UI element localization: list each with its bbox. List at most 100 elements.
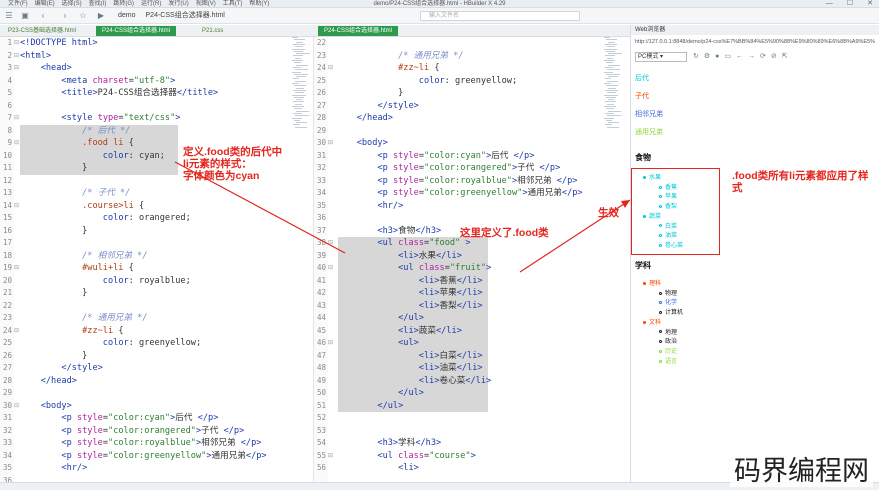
menu-item[interactable]: 发行(U) (168, 1, 189, 7)
code-line[interactable]: 31 <p style="color:cyan">后代 </p> (0, 412, 313, 425)
code-line[interactable]: 52 (314, 412, 630, 425)
code-line[interactable]: 12 (0, 175, 313, 188)
code-line[interactable]: 47 <li>白菜</li> (314, 350, 630, 363)
fold-toggle-icon[interactable]: ⊟ (14, 140, 20, 146)
star-icon[interactable]: ☆ (79, 11, 87, 20)
code-line[interactable]: 36 (314, 212, 630, 225)
forward-icon[interactable]: › (63, 11, 67, 20)
code-line[interactable]: 24⊟ #zz~li { (0, 325, 313, 338)
code-line[interactable]: 49 <li>卷心菜</li> (314, 375, 630, 388)
breadcrumb-folder[interactable]: demo (118, 12, 136, 19)
external-icon[interactable]: ⇱ (781, 53, 788, 60)
close-button[interactable]: ✕ (867, 0, 873, 7)
save-icon[interactable]: ▣ (21, 11, 29, 20)
device-icon[interactable]: ▭ (724, 53, 732, 60)
code-line[interactable]: 8 /* 后代 */ (0, 125, 313, 138)
code-line[interactable]: 32 <p style="color:orangered">子代 </p> (314, 162, 630, 175)
code-line[interactable]: 25 color: greenyellow; (314, 75, 630, 88)
code-line[interactable]: 20 color: royalblue; (0, 275, 313, 288)
browser-url[interactable]: http://127.0.0.1:8848/demo/p24-css%E7%BB… (635, 39, 876, 45)
code-line[interactable]: 21 } (0, 287, 313, 300)
fold-toggle-icon[interactable]: ⊟ (14, 265, 20, 271)
code-line[interactable]: 34 <p style="color:greenyellow">通用兄弟</p> (314, 187, 630, 200)
code-line[interactable]: 18 /* 相邻兄弟 */ (0, 250, 313, 263)
code-line[interactable]: 28 </head> (0, 375, 313, 388)
reload-icon[interactable]: ⟳ (760, 53, 766, 60)
code-line[interactable]: 11 } (0, 162, 313, 175)
code-line[interactable]: 2⊟<html> (0, 50, 313, 63)
fold-toggle-icon[interactable]: ⊟ (328, 240, 334, 246)
code-line[interactable]: 41 <li>香蕉</li> (314, 275, 630, 288)
code-line[interactable]: 42 <li>苹果</li> (314, 287, 630, 300)
code-line[interactable]: 26 } (0, 350, 313, 363)
settings-icon[interactable]: ⚙ (703, 53, 711, 60)
fold-toggle-icon[interactable]: ⊟ (14, 402, 20, 409)
fold-toggle-icon[interactable]: ⊟ (328, 140, 334, 146)
code-line[interactable]: 6 (0, 100, 313, 113)
code-line[interactable]: 27 </style> (0, 362, 313, 375)
code-line[interactable]: 33 <p style="color:royalblue">相邻兄弟 </p> (0, 437, 313, 450)
back-icon[interactable]: ← (736, 53, 744, 60)
code-line[interactable]: 7⊟ <style type="text/css"> (0, 112, 313, 125)
code-line[interactable]: 13 /* 子代 */ (0, 187, 313, 200)
code-line[interactable]: 34 <p style="color:greenyellow">通用兄弟</p> (0, 450, 313, 463)
code-line[interactable]: 35 <hr/> (0, 462, 313, 475)
minimap[interactable] (292, 37, 310, 137)
code-line[interactable]: 36 (0, 475, 313, 483)
code-line[interactable]: 23 /* 通用兄弟 */ (314, 50, 630, 63)
fold-toggle-icon[interactable]: ⊟ (14, 40, 20, 46)
forward-icon[interactable]: → (748, 53, 756, 60)
back-icon[interactable]: ‹ (41, 11, 45, 20)
menu-item[interactable]: 文件(F) (8, 1, 28, 7)
breadcrumb-file[interactable]: P24-CSS组合选择器.html (145, 12, 225, 19)
menu-item[interactable]: 运行(R) (141, 1, 162, 7)
minimap[interactable] (604, 37, 622, 137)
browser-panel-title[interactable]: Web浏览器 (631, 25, 879, 35)
code-line[interactable]: 1⊟<!DOCTYPE html> (0, 37, 313, 50)
code-line[interactable]: 28 </head> (314, 112, 630, 125)
fold-toggle-icon[interactable]: ⊟ (328, 65, 334, 71)
code-line[interactable]: 22 (314, 37, 630, 50)
tab-p24[interactable]: P24-CSS组合选择器.html (96, 26, 177, 36)
menu-item[interactable]: 选择(S) (61, 1, 82, 7)
device-mode-select[interactable]: PC模式 ▾ (635, 52, 687, 62)
code-line[interactable]: 44 </ul> (314, 312, 630, 325)
code-line[interactable]: 39 <li>水果</li> (314, 250, 630, 263)
menu-item[interactable]: 帮助(Y) (249, 1, 270, 7)
code-line[interactable]: 50 </ul> (314, 387, 630, 400)
code-line[interactable]: 32 <p style="color:orangered">子代 </p> (0, 425, 313, 438)
code-line[interactable]: 17 (0, 237, 313, 250)
code-line[interactable]: 3⊟ <head> (0, 62, 313, 75)
record-icon[interactable]: ● (715, 53, 720, 60)
code-line[interactable]: 5 <title>P24-CSS组合选择器</title> (0, 87, 313, 100)
code-line[interactable]: 27 </style> (314, 100, 630, 113)
code-line[interactable]: 30⊟ <body> (314, 137, 630, 150)
code-line[interactable]: 54 <h3>学科</h3> (314, 437, 630, 450)
code-line[interactable]: 46⊟ <ul> (314, 337, 630, 350)
code-line[interactable]: 9⊟ .food li { (0, 137, 313, 150)
run-icon[interactable]: ▶ (97, 11, 105, 20)
menu-item[interactable]: 视图(V) (195, 1, 216, 7)
code-line[interactable]: 51 </ul> (314, 400, 630, 413)
code-line[interactable]: 53 (314, 425, 630, 438)
fold-toggle-icon[interactable]: ⊟ (328, 265, 334, 271)
menu-item[interactable]: 编辑(E) (34, 1, 55, 7)
code-line[interactable]: 16 } (0, 225, 313, 238)
code-line[interactable]: 29 (314, 125, 630, 138)
code-line[interactable]: 56 <li> (314, 462, 630, 475)
code-line[interactable]: 45 <li>蔬菜</li> (314, 325, 630, 338)
fold-toggle-icon[interactable]: ⊟ (328, 452, 334, 459)
code-line[interactable]: 30⊟ <body> (0, 400, 313, 413)
code-line[interactable]: 19⊟ #wuli+li { (0, 262, 313, 275)
code-line[interactable]: 15 color: orangered; (0, 212, 313, 225)
minimize-button[interactable]: — (825, 0, 833, 7)
menu-item[interactable]: 跳转(G) (113, 1, 135, 7)
code-line[interactable]: 33 <p style="color:royalblue">相邻兄弟 </p> (314, 175, 630, 188)
left-code-editor[interactable]: 1⊟<!DOCTYPE html>2⊟<html>3⊟ <head>4 <met… (0, 37, 314, 482)
fold-toggle-icon[interactable]: ⊟ (14, 65, 20, 71)
code-line[interactable]: 40⊟ <ul class="fruit"> (314, 262, 630, 275)
code-line[interactable]: 35 <hr/> (314, 200, 630, 213)
code-line[interactable]: 48 <li>油菜</li> (314, 362, 630, 375)
code-line[interactable]: 25 color: greenyellow; (0, 337, 313, 350)
